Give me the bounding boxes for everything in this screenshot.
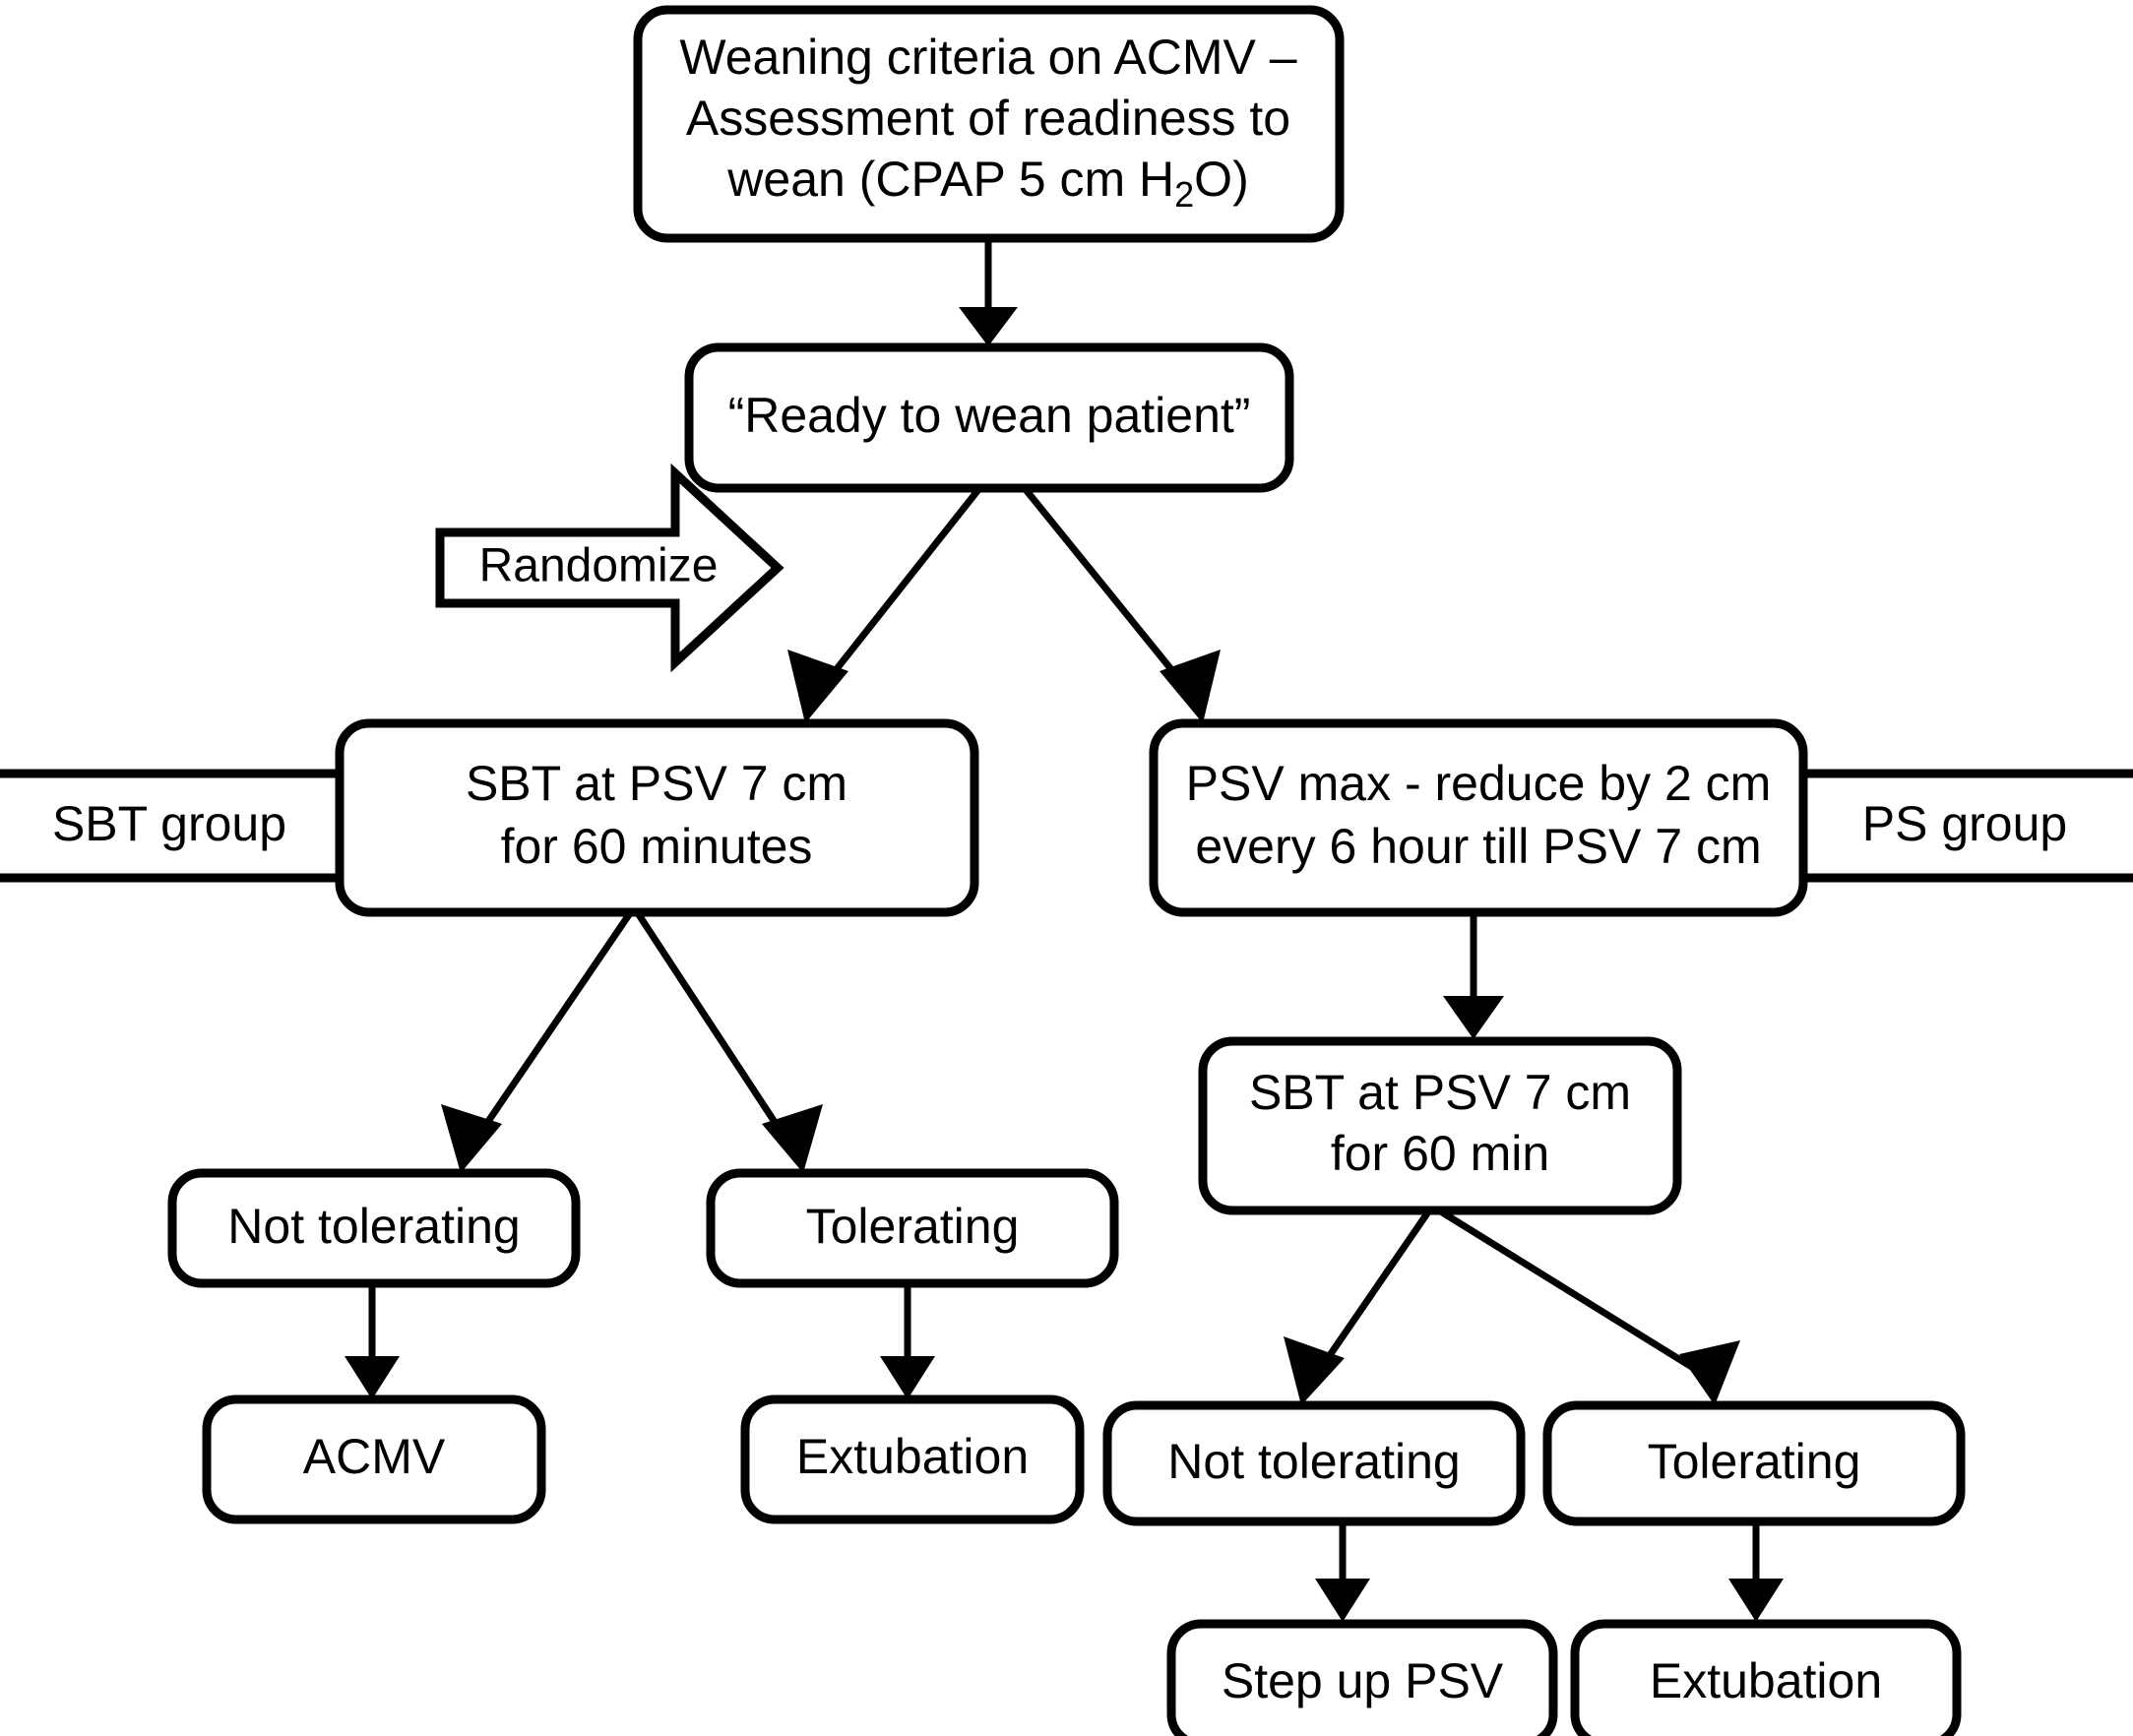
ps-group-label-box (1787, 769, 2133, 883)
ps-not-tolerating-label: Not tolerating (1167, 1434, 1460, 1489)
arrowhead-sbtps-tolerating (1679, 1340, 1740, 1405)
arrowhead-criteria-to-ready (959, 307, 1018, 346)
ps-group-label-text: PS group (1862, 796, 2067, 851)
sbt-group-label: SBT group (0, 769, 349, 883)
sbt-tolerating-label: Tolerating (806, 1199, 1020, 1254)
sbt-not-tolerating-label: Not tolerating (227, 1199, 520, 1254)
node-sbt-protocol[interactable]: SBT at PSV 7 cm for 60 minutes (335, 718, 979, 917)
arrowhead-ready-to-sbt (787, 650, 848, 723)
ps-group-label: PS group (1787, 769, 2133, 883)
weaning-criteria-line3-pre: wean (CPAP 5 cm H (726, 152, 1174, 207)
sbt-protocol-line2: for 60 minutes (501, 819, 813, 874)
arrowhead-sbtps-not-tolerating (1284, 1336, 1345, 1405)
weaning-criteria-line1: Weaning criteria on ACMV – (679, 30, 1296, 85)
arrowhead-tolerating-extubation-ps (1728, 1579, 1784, 1622)
psv-max-line2: every 6 hour till PSV 7 cm (1195, 819, 1761, 874)
step-up-psv-box[interactable] (1166, 1619, 1558, 1736)
acmv-box[interactable] (202, 1395, 546, 1524)
connector-sbtps-to-tolerating (1437, 1208, 1740, 1405)
node-ps-sbt[interactable]: SBT at PSV 7 cm for 60 min (1198, 1036, 1682, 1215)
randomize-label: Randomize (479, 540, 719, 592)
psv-max-line1: PSV max - reduce by 2 cm (1186, 756, 1772, 811)
ps-sbt-line2: for 60 min (1331, 1126, 1549, 1181)
sbt-protocol-box[interactable] (335, 718, 979, 917)
node-weaning-criteria[interactable]: Weaning criteria on ACMV – Assessment of… (633, 5, 1345, 243)
sbt-extubation-box[interactable] (740, 1395, 1085, 1524)
connector-psvmax-to-sbt (1443, 913, 1504, 1039)
ps-extubation-box[interactable] (1570, 1619, 1962, 1736)
sbt-tolerating-box[interactable] (706, 1168, 1119, 1288)
arrowhead-ready-to-ps (1160, 650, 1221, 723)
arrowhead-tolerating-extubation (880, 1356, 935, 1399)
node-sbt-extubation[interactable]: Extubation (740, 1395, 1085, 1524)
node-ps-tolerating[interactable]: Tolerating (1542, 1400, 1966, 1526)
node-psv-max-protocol[interactable]: PSV max - reduce by 2 cm every 6 hour ti… (1149, 718, 1808, 917)
node-ps-not-tolerating[interactable]: Not tolerating (1102, 1400, 1526, 1526)
connector-sbtps-to-not-tolerating (1284, 1209, 1432, 1405)
sbt-extubation-label: Extubation (796, 1429, 1029, 1484)
connector-tolerating-to-extubation (880, 1279, 935, 1399)
ps-extubation-label: Extubation (1650, 1653, 1882, 1708)
randomize-arrow-shape (435, 463, 784, 673)
weaning-criteria-line3-post: O) (1194, 152, 1249, 207)
ps-sbt-box[interactable] (1198, 1036, 1682, 1215)
connector-tolerating-to-extubation-ps (1728, 1523, 1784, 1622)
sbt-not-tolerating-box[interactable] (167, 1168, 581, 1288)
arrowhead-psvmax-sbt (1443, 996, 1504, 1039)
node-ps-extubation[interactable]: Extubation (1570, 1619, 1962, 1736)
weaning-criteria-line2: Assessment of readiness to (686, 91, 1290, 146)
weaning-criteria-subscript: 2 (1174, 174, 1194, 215)
randomize-block-arrow: Randomize (435, 463, 784, 673)
node-step-up-psv[interactable]: Step up PSV (1166, 1619, 1558, 1736)
connector-not-tolerating-to-stepup (1315, 1523, 1370, 1622)
connector-sbt-to-tolerating (635, 911, 823, 1173)
connector-sbt-to-not-tolerating (441, 911, 633, 1173)
ps-tolerating-label: Tolerating (1648, 1434, 1861, 1489)
arrowhead-not-tolerating-stepup (1315, 1579, 1370, 1622)
acmv-label: ACMV (303, 1429, 446, 1484)
node-sbt-tolerating[interactable]: Tolerating (706, 1168, 1119, 1288)
sbt-protocol-line1: SBT at PSV 7 cm (466, 756, 847, 811)
connector-not-tolerating-to-acmv (345, 1279, 400, 1399)
arrowhead-not-tolerating-acmv (345, 1356, 400, 1399)
node-acmv[interactable]: ACMV (202, 1395, 546, 1524)
weaning-criteria-line3: wean (CPAP 5 cm H2O) (726, 152, 1248, 214)
weaning-criteria-box[interactable] (633, 5, 1345, 243)
step-up-psv-label: Step up PSV (1222, 1653, 1504, 1708)
ready-to-wean-label: “Ready to wean patient” (728, 388, 1251, 443)
arrowhead-sbt-not-tolerating (441, 1104, 502, 1173)
connector-ready-to-sbt (787, 484, 983, 723)
arrowhead-sbt-tolerating (762, 1104, 823, 1173)
node-ready-to-wean[interactable]: “Ready to wean patient” (684, 342, 1294, 493)
ps-not-tolerating-box[interactable] (1102, 1400, 1526, 1526)
ps-tolerating-box[interactable] (1542, 1400, 1966, 1526)
ps-sbt-line1: SBT at PSV 7 cm (1249, 1065, 1631, 1120)
connector-ready-to-ps (1021, 484, 1221, 723)
psv-max-protocol-box[interactable] (1149, 718, 1808, 917)
ready-to-wean-box[interactable] (684, 342, 1294, 493)
sbt-group-label-text: SBT group (52, 796, 286, 851)
connector-criteria-to-ready (959, 239, 1018, 346)
node-sbt-not-tolerating[interactable]: Not tolerating (167, 1168, 581, 1288)
